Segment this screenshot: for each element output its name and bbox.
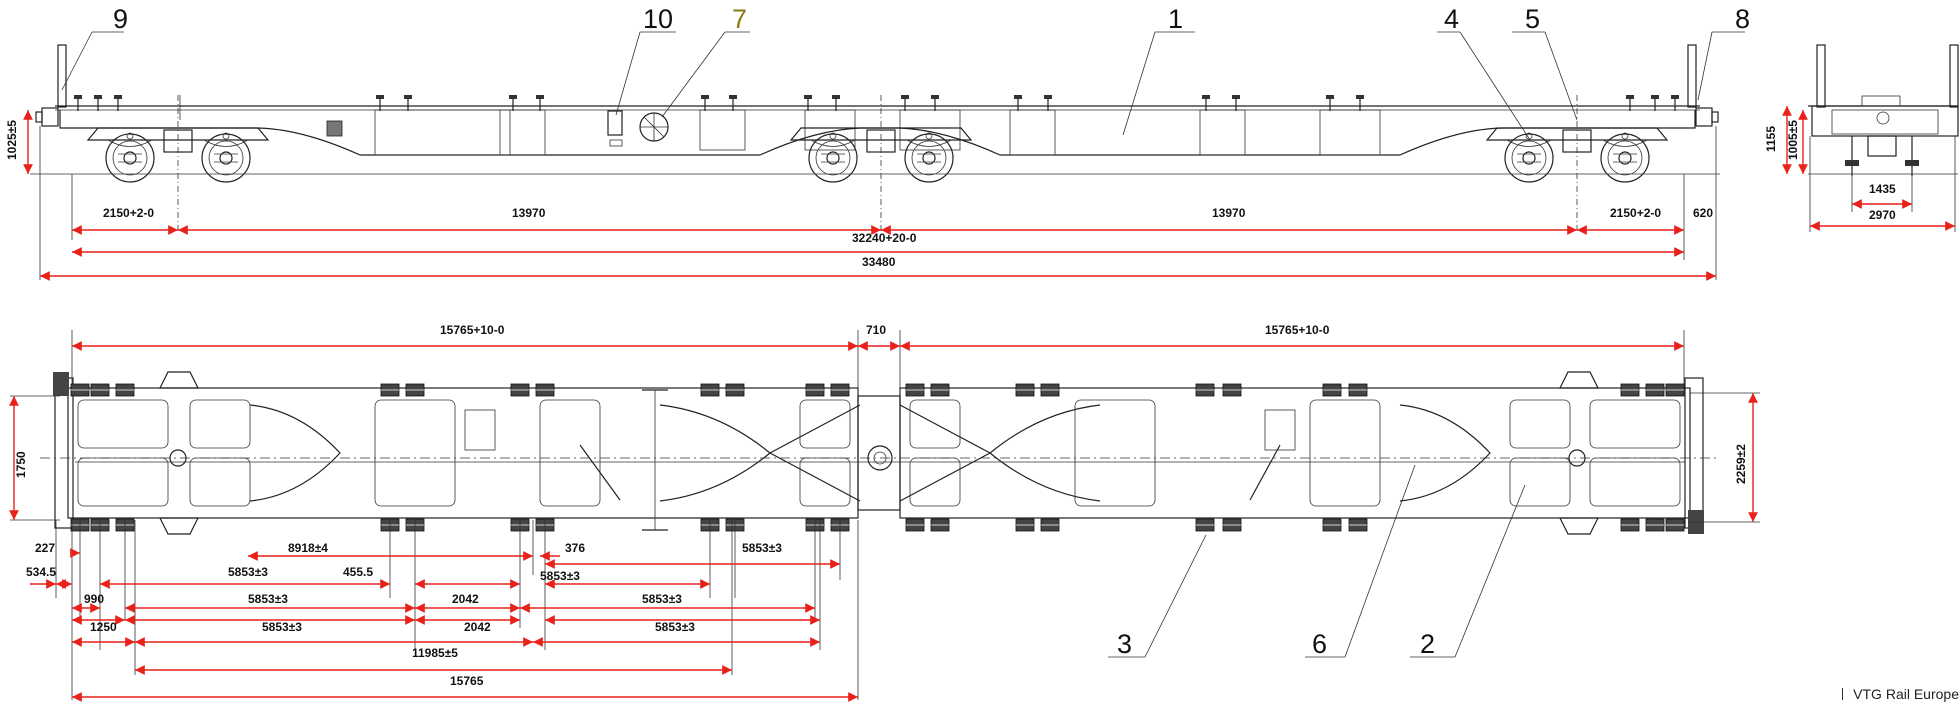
dim-bogie-right: 2150+2-0 — [1610, 206, 1661, 220]
dim-8918: 8918±4 — [288, 541, 328, 555]
callout-3: 3 — [1117, 629, 1132, 659]
dim-width-right: 2259±2 — [1734, 444, 1748, 484]
callout-5: 5 — [1525, 4, 1540, 34]
dim-376: 376 — [565, 541, 585, 555]
dim-track-gauge: 1435 — [1869, 182, 1896, 196]
dim-5853-e: 5853±3 — [262, 620, 302, 634]
callout-7: 7 — [732, 4, 747, 34]
container-pockets — [70, 383, 1685, 532]
footer-divider — [1842, 688, 1844, 700]
dim-227: 227 — [35, 541, 55, 555]
end-view: 1155 1005±5 1435 2970 — [1764, 44, 1959, 232]
dim-pivot-right: 13970 — [1212, 206, 1246, 220]
dim-end-height-total: 1155 — [1764, 126, 1778, 152]
dim-side-height: 1025±5 — [5, 120, 19, 160]
dim-2042-a: 2042 — [452, 592, 479, 606]
wagon-half-left — [67, 387, 859, 519]
dim-end-width: 2970 — [1869, 208, 1896, 222]
callouts: 9 10 7 1 4 5 8 3 6 2 — [61, 4, 1750, 659]
dim-11985: 11985±5 — [412, 646, 458, 660]
dim-5853-a: 5853±3 — [228, 565, 268, 579]
dim-5853-b: 5853±3 — [540, 569, 580, 583]
dim-15765: 15765 — [450, 674, 484, 688]
callout-9: 9 — [113, 4, 128, 34]
dim-990: 990 — [84, 592, 104, 606]
callout-2: 2 — [1420, 629, 1435, 659]
dim-534: 534.5 — [26, 565, 56, 579]
dim-pivot-left: 13970 — [512, 206, 546, 220]
dim-end-height-deck: 1005±5 — [1786, 120, 1800, 160]
dim-bogie-left: 2150+2-0 — [103, 206, 154, 220]
dim-5853-d: 5853±3 — [642, 592, 682, 606]
footer-company: VTG Rail Europe — [1842, 686, 1959, 702]
dim-joint: 710 — [866, 323, 886, 337]
callout-8: 8 — [1735, 4, 1750, 34]
end-post-right — [1687, 44, 1697, 108]
callout-10: 10 — [643, 4, 673, 34]
dim-5853-r1: 5853±3 — [742, 541, 782, 555]
dim-half-right: 15765+10-0 — [1265, 323, 1330, 337]
top-view: 15765+10-0 710 15765+10-0 1750 2259±2 — [9, 323, 1760, 702]
dim-width-left: 1750 — [14, 451, 28, 478]
callout-1: 1 — [1168, 4, 1183, 34]
dim-5853-c: 5853±3 — [248, 592, 288, 606]
dim-455: 455.5 — [343, 565, 373, 579]
dim-2042-b: 2042 — [464, 620, 491, 634]
dim-overhang: 620 — [1693, 206, 1713, 220]
side-view: 1025±5 2150+2-0 13970 13970 2150+2-0 620… — [5, 44, 1720, 281]
dim-pivot-total: 32240+20-0 — [852, 231, 917, 245]
end-post-left — [57, 44, 67, 108]
callout-6: 6 — [1312, 629, 1327, 659]
signal-box — [607, 110, 623, 136]
dim-overall-length: 33480 — [862, 255, 896, 269]
footer-company-name: VTG Rail Europe — [1853, 686, 1959, 702]
callout-4: 4 — [1444, 4, 1459, 34]
dim-1250: 1250 — [90, 620, 117, 634]
dim-half-left: 15765+10-0 — [440, 323, 505, 337]
dim-5853-f: 5853±3 — [655, 620, 695, 634]
